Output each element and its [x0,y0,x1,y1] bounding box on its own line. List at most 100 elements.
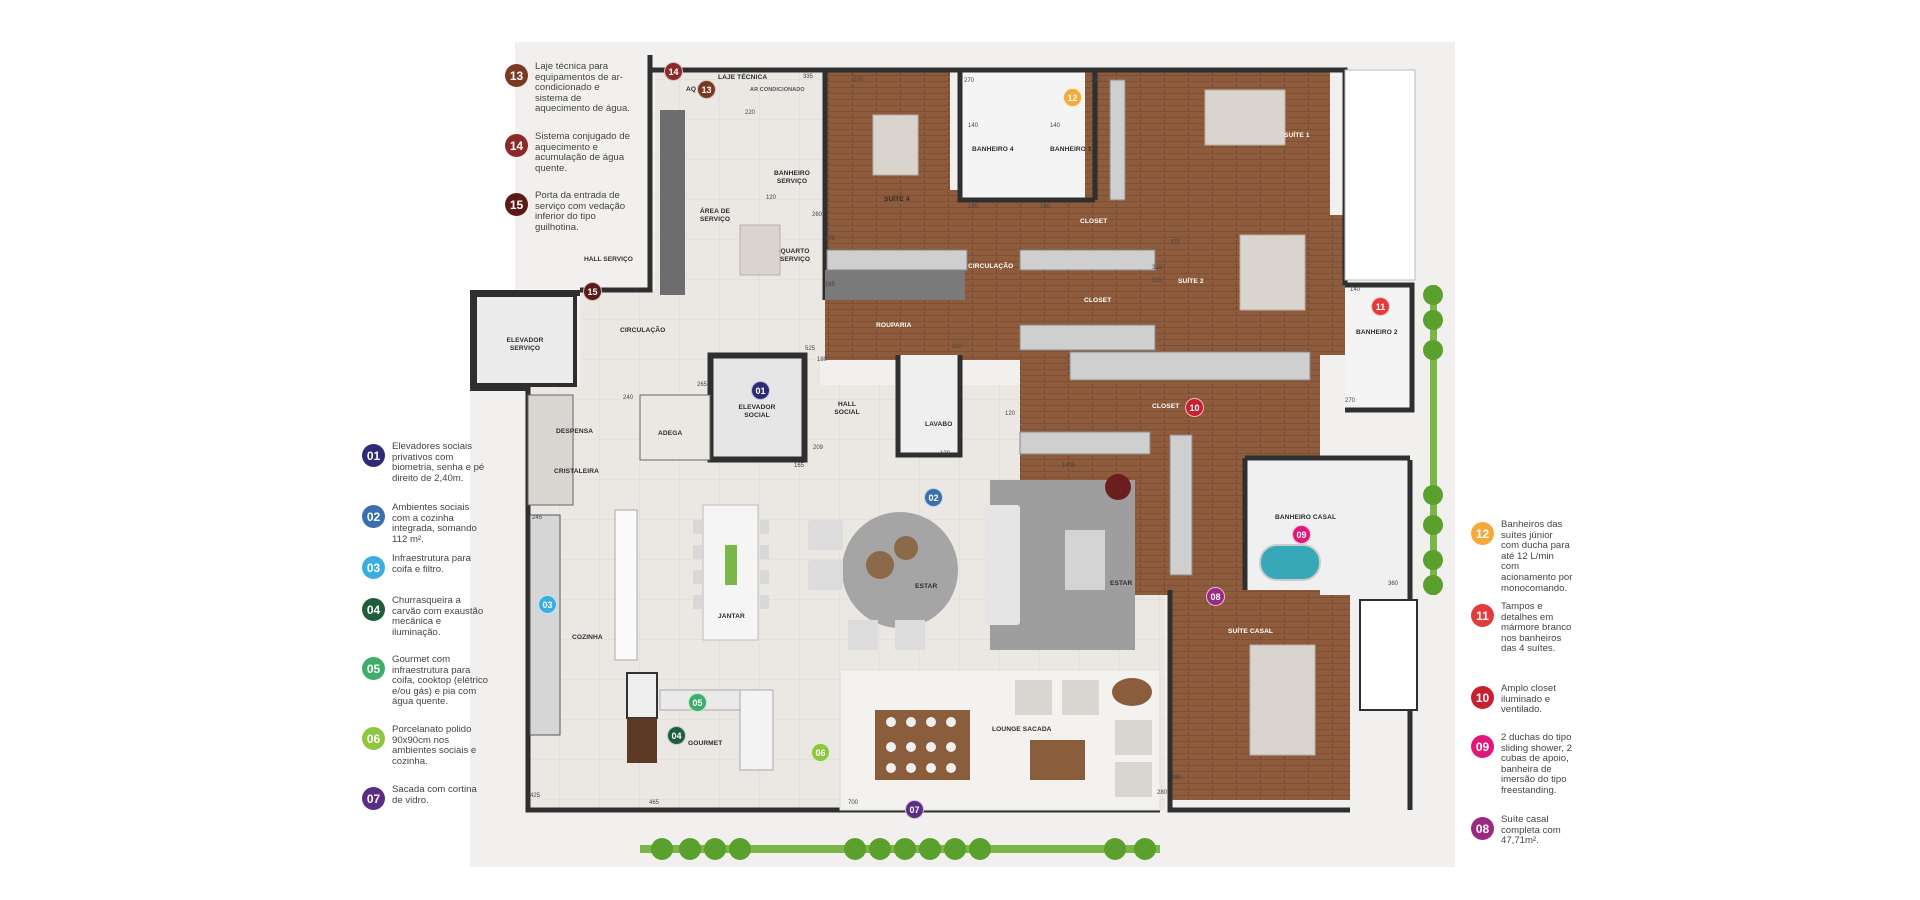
legend-badge: 12 [1471,522,1494,545]
dimension: 700 [848,800,859,806]
dimension: 525 [805,346,816,352]
room-label-suite2: SUÍTE 2 [1178,278,1204,285]
armchairs [808,520,925,650]
room-label-closet-top: CLOSET [1080,218,1108,225]
marker-13: 13 [697,80,716,99]
legend-text: Porcelanato polido 90x90cm nos ambientes… [392,724,477,767]
room-label-lounge-sacada: LOUNGE SACADA [992,726,1052,733]
legend-text: Sistema conjugado de aquecimento e acumu… [535,131,630,174]
rouparia-counter [825,270,965,300]
elevador-servico-box [473,293,577,387]
dimension: 165 [794,463,805,469]
legend-text: Churrasqueira a carvão com exaustão mecâ… [392,595,484,638]
legend-text: Porta da entrada de serviço com vedação … [535,190,626,233]
dimension: 120 [968,204,979,210]
dimension: 245 [532,515,543,521]
room-label-hall-servico: HALL SERVIÇO [584,256,633,263]
dimension: 270 [1090,78,1101,84]
lounge-round [1112,678,1152,706]
sofa [985,505,1020,625]
room-label-cristaleira: CRISTALEIRA [554,468,599,475]
marker-14: 14 [664,62,683,81]
legend-item-14: 14 Sistema conjugado de aquecimento e ac… [505,131,633,174]
legend-item-13: 13 Laje técnica para equipamentos de ar-… [505,61,633,115]
dimension: 280 [1157,790,1168,796]
marker-01: 01 [751,381,770,400]
legend-badge: 01 [362,444,385,467]
room-label-banheiro2: BANHEIRO 2 [1356,329,1398,336]
room-label-banheiro-servico: BANHEIRO SERVIÇO [774,170,810,185]
red-armchair [1105,474,1131,500]
legend-text: Tampos e detalhes em mármore branco nos … [1501,601,1572,655]
marker-15: 15 [583,282,602,301]
lounge-side-table [1030,740,1085,780]
legend-text: Infraestrutura para coifa e filtro. [392,553,471,575]
legend-text: Ambientes sociais com a cozinha integrad… [392,502,477,545]
legend-item-10: 10 Amplo closet iluminado e ventilado. [1471,683,1573,716]
legend-text: Suíte casal completa com 47,71m². [1501,814,1561,847]
legend-item-03: 03 Infraestrutura para coifa e filtro. [362,553,490,579]
marker-06: 06 [811,743,830,762]
adega-box [639,394,711,461]
wine-box [627,718,657,763]
legend-badge: 04 [362,598,385,621]
dimension: 130 [940,451,951,457]
room-label-laje-tecnica: LAJE TÉCNICA [718,74,768,81]
legend-badge: 05 [362,657,385,680]
lavabo-floor [898,355,960,455]
legend-badge: 06 [362,727,385,750]
room-label-suite4: SUÍTE 4 [884,196,910,203]
room-label-suite1: SUÍTE 1 [1284,132,1310,139]
legend-text: 2 duchas do tipo sliding shower, 2 cubas… [1501,732,1572,796]
legend-item-07: 07 Sacada com cortina de vidro. [362,784,490,810]
service-counter [660,110,685,295]
legend-item-08: 08 Suíte casal completa com 47,71m². [1471,814,1573,847]
dimension: 360 [1388,581,1399,587]
lounge-plates [886,717,956,773]
dimension: 265 [697,382,708,388]
dimension: 1405 [1062,463,1076,469]
legend-text: Laje técnica para equipamentos de ar-con… [535,61,630,115]
legend-item-02: 02 Ambientes sociais com a cozinha integ… [362,502,490,545]
legend-item-15: 15 Porta da entrada de serviço com vedaç… [505,190,633,233]
marker-07: 07 [905,800,924,819]
dimension: 140 [1350,287,1361,293]
room-label-elevador-servico: ELEVADOR SERVIÇO [506,337,544,352]
closet-shelves [826,79,1311,576]
dimension: 180 [817,357,828,363]
dimension: 220 [745,110,756,116]
dimension: 200 [853,77,864,83]
legend-badge: 09 [1471,735,1494,758]
legend-badge: 14 [505,134,528,157]
dimension: 960 [1172,775,1183,781]
dimension: 120 [1005,411,1016,417]
legend-badge: 03 [362,556,385,579]
round-rug [842,512,958,628]
grill-box [626,672,658,719]
marker-04: 04 [667,726,686,745]
room-label-cozinha: COZINHA [572,634,603,641]
legend-badge: 07 [362,787,385,810]
plants-right [1423,285,1443,595]
round-table-2 [894,536,918,560]
dimension: 325 [1152,278,1163,284]
legend-item-04: 04 Churrasqueira a carvão com exaustão m… [362,595,490,638]
room-label-adega: ADEGA [658,430,683,437]
marker-11: 11 [1371,297,1390,316]
gourmet-island [739,689,774,771]
dimension: 180 [1040,204,1051,210]
legend-text: Elevadores sociais privativos com biomet… [392,441,485,484]
despensa-box [527,394,574,506]
dimension: 465 [649,800,660,806]
legend-badge: 11 [1471,604,1494,627]
bathtub [1259,544,1321,581]
legend-badge: 02 [362,505,385,528]
dimension: 120 [766,195,777,201]
legend-item-06: 06 Porcelanato polido 90x90cm nos ambien… [362,724,490,767]
room-label-despensa: DESPENSA [556,428,594,435]
round-table [866,551,894,579]
dimension: 270 [1345,398,1356,404]
dimension: 165 [825,282,836,288]
legend-text: Sacada com cortina de vidro. [392,784,477,806]
kitchen-left-counter [529,514,561,736]
